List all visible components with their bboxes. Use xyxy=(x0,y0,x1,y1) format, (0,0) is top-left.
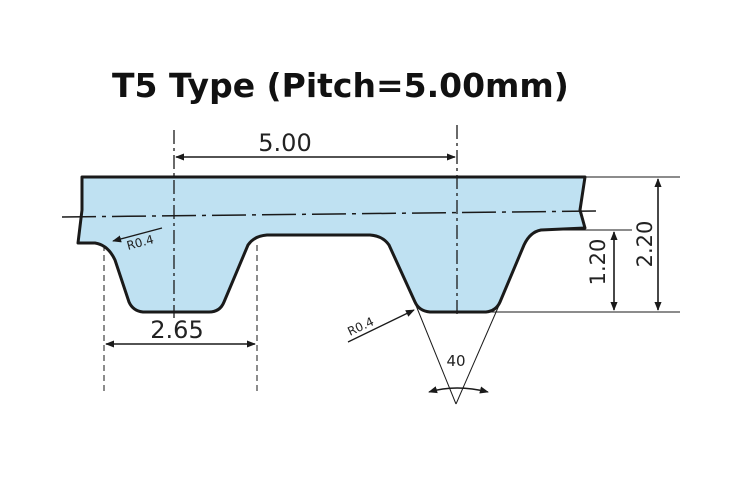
radius-bottom-leader xyxy=(347,309,415,343)
tooth-width-label: 2.65 xyxy=(150,316,203,344)
pitch-label: 5.00 xyxy=(258,129,311,157)
tooth-height-label: 1.20 xyxy=(586,239,610,286)
diagram-title: T5 Type (Pitch=5.00mm) xyxy=(112,66,569,105)
belt-profile xyxy=(76,175,587,314)
pitch-line xyxy=(61,210,601,218)
radius-top-leader xyxy=(112,227,163,243)
total-height-label: 2.20 xyxy=(633,221,657,268)
angle-label: 40 xyxy=(446,352,465,370)
radius-top-label: R0.4 xyxy=(125,232,155,253)
angle-arc xyxy=(428,386,489,394)
radius-bottom-label: R0.4 xyxy=(345,314,376,338)
